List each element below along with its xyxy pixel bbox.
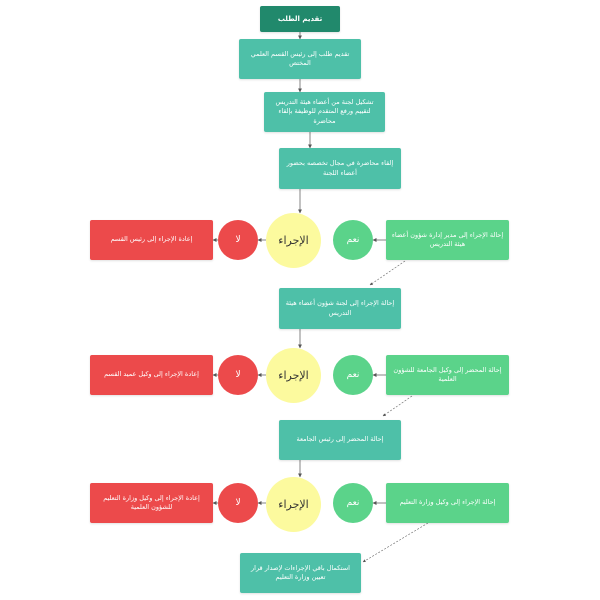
- no-action-3: إعادة الإجراء إلى وكيل وزارة التعليم للش…: [90, 483, 213, 523]
- step-complete-procedures: استكمال باقي الإجراءات لإصدار قرار تعيين…: [240, 553, 361, 593]
- yes-circle-2: نعم: [333, 355, 373, 395]
- no-action-2: إعادة الإجراء إلى وكيل عميد القسم: [90, 355, 213, 395]
- no-circle-1: لا: [218, 220, 258, 260]
- step-form-committee: تشكيل لجنة من أعضاء هيئة التدريس لتقييم …: [264, 92, 385, 132]
- yes-circle-3: نعم: [333, 483, 373, 523]
- decision-circle-3: الإجراء: [266, 477, 321, 532]
- connector-action2-step5: [382, 395, 413, 417]
- step-refer-president: إحالة المحضر إلى رئيس الجامعة: [279, 420, 401, 460]
- step-deliver-lecture: إلقاء محاضرة في مجال تخصصه بحضور أعضاء ا…: [279, 148, 401, 189]
- connector-action1-step4: [369, 260, 406, 286]
- no-circle-3: لا: [218, 483, 258, 523]
- yes-action-3: إحالة الإجراء إلى وكيل وزارة التعليم: [386, 483, 509, 523]
- decision-circle-1: الإجراء: [266, 213, 321, 268]
- connector-action3-final: [362, 522, 429, 563]
- step-refer-committee: إحالة الإجراء إلى لجنة شؤون أعضاء هيئة ا…: [279, 288, 401, 329]
- decision-circle-2: الإجراء: [266, 348, 321, 403]
- start-node: تقديم الطلب: [260, 6, 340, 32]
- step-submit-request: تقديم طلب إلى رئيس القسم العلمي المختص: [239, 39, 361, 79]
- no-action-1: إعادة الإجراء إلى رئيس القسم: [90, 220, 213, 260]
- yes-circle-1: نعم: [333, 220, 373, 260]
- yes-action-1: إحالة الإجراء إلى مدير إدارة شؤون أعضاء …: [386, 220, 509, 260]
- no-circle-2: لا: [218, 355, 258, 395]
- yes-action-2: إحالة المحضر إلى وكيل الجامعة للشؤون الع…: [386, 355, 509, 395]
